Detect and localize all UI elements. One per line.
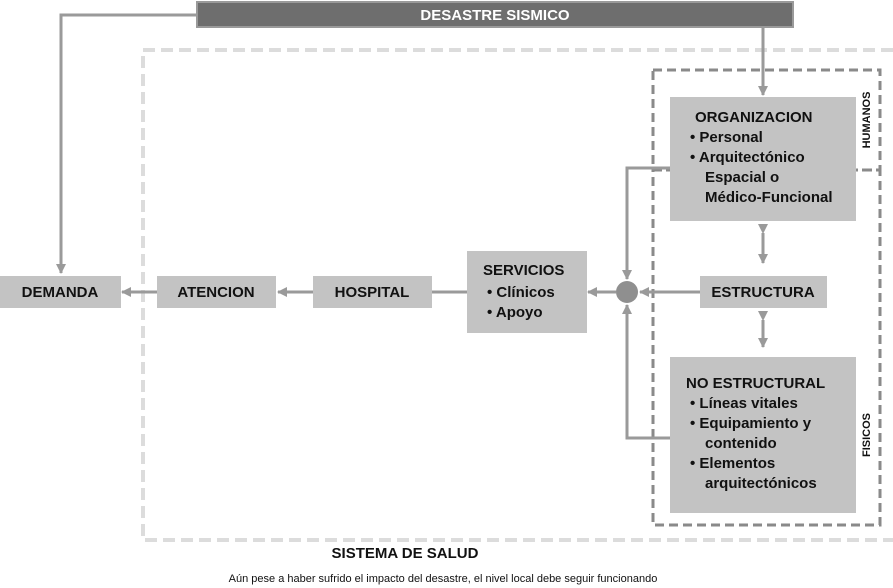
no-estructural-item-lineas: Líneas vitales — [699, 395, 797, 412]
header-to-demanda-line — [56, 13, 197, 274]
no-estructural-item-equipamiento: Equipamiento y — [699, 415, 811, 432]
hospital-box — [313, 276, 432, 308]
organizacion-title: ORGANIZACION — [695, 109, 813, 126]
organizacion-continuation-espacial: Espacial o — [705, 169, 779, 186]
servicios-bullet-clinicos: • Clínicos — [487, 284, 555, 301]
atencion-box — [157, 276, 276, 308]
junction-node — [616, 281, 638, 303]
organizacion-bullet-personal: • Personal — [690, 129, 763, 146]
organizacion-item-arquitectonico: Arquitectónico — [699, 149, 805, 166]
fisicos-label: FISICOS — [861, 413, 873, 457]
atencion-label: ATENCION — [177, 284, 254, 301]
organizacion-bullet-arquitectonico: • Arquitectónico — [690, 149, 805, 166]
servicios-bullet-apoyo: • Apoyo — [487, 304, 543, 321]
no-estructural-bullet-lineas: • Líneas vitales — [690, 395, 798, 412]
hospital-label: HOSPITAL — [335, 284, 410, 301]
demanda-label: DEMANDA — [22, 284, 99, 301]
no-estructural-continuation-contenido: contenido — [705, 435, 777, 452]
organizacion-box — [670, 97, 856, 221]
servicios-box — [467, 251, 587, 333]
servicios-item-clinicos: Clínicos — [496, 284, 554, 301]
organizacion-continuation-medico: Médico-Funcional — [705, 189, 833, 206]
no-estructural-title: NO ESTRUCTURAL — [686, 375, 825, 392]
sistema-de-salud-label: SISTEMA DE SALUD — [332, 545, 479, 562]
servicios-item-apoyo: Apoyo — [496, 304, 543, 321]
no-estructural-item-elementos: Elementos — [699, 455, 775, 472]
no-estructural-bullet-elementos: • Elementos — [690, 455, 775, 472]
no-estructural-to-node-arrow — [622, 304, 670, 440]
no-estructural-box — [670, 357, 856, 513]
estructura-label: ESTRUCTURA — [711, 284, 814, 301]
no-estructural-bullet-equipamiento: • Equipamiento y — [690, 415, 812, 432]
servicios-title: SERVICIOS — [483, 262, 564, 279]
humanos-label: HUMANOS — [861, 92, 873, 149]
estructura-box — [700, 276, 827, 308]
no-estructural-continuation-arquitectonicos: arquitectónicos — [705, 475, 817, 492]
demanda-box — [0, 276, 121, 308]
sistema-de-salud-boundary — [141, 48, 893, 542]
caption: Aún pese a haber sufrido el impacto del … — [229, 573, 658, 585]
organizacion-to-node-arrow — [622, 166, 670, 280]
organizacion-item-personal: Personal — [699, 129, 762, 146]
desastre-sismico-label: DESASTRE SISMICO — [420, 7, 570, 24]
